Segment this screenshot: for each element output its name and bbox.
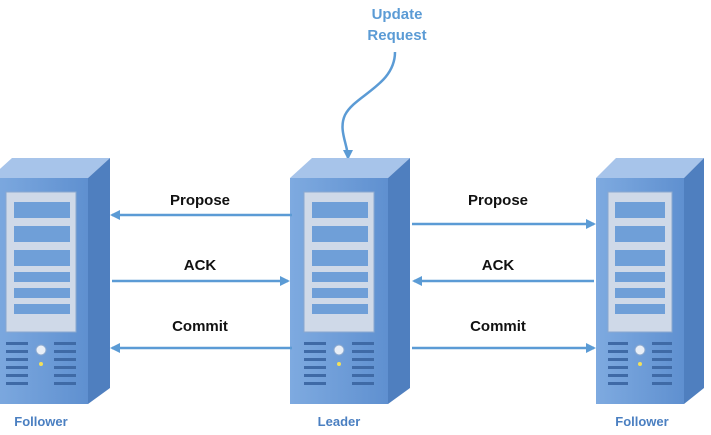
role-label-leader: Leader [317, 414, 361, 429]
label-ack-right: ACK [481, 257, 515, 274]
update-request-label: Update Request [337, 4, 457, 46]
label-propose-right: Propose [467, 192, 528, 209]
update-request-line1: Update [371, 6, 423, 23]
server-follower-right [596, 158, 704, 404]
label-commit-right: Commit [470, 318, 526, 335]
update-request-arrow [341, 51, 397, 160]
label-propose-left: Propose [169, 192, 230, 209]
role-label-follower-right: Follower [615, 414, 669, 429]
server-follower-left [0, 158, 110, 404]
role-label-follower-left: Follower [14, 414, 68, 429]
label-commit-left: Commit [172, 318, 228, 335]
update-request-line2: Request [367, 27, 427, 44]
label-ack-left: ACK [183, 257, 217, 274]
server-leader [290, 158, 410, 404]
